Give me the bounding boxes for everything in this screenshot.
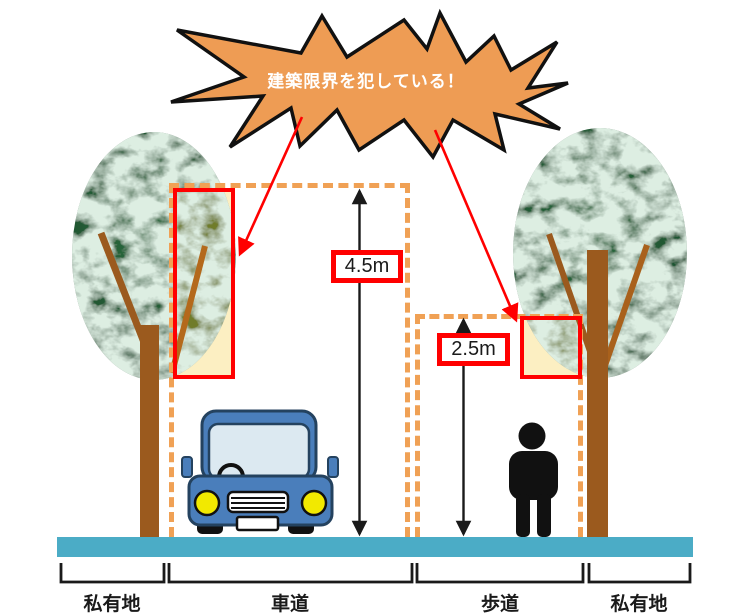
sidewalk-height-label: 2.5m [437, 333, 510, 366]
person-icon [509, 422, 558, 537]
violation-highlight-left [175, 190, 233, 377]
zone-label-sidewalk: 歩道 [480, 594, 520, 615]
zone-bracket [415, 563, 585, 584]
license-plate [235, 515, 280, 532]
right-tree-trunk [546, 233, 650, 538]
violation-arrow-right [433, 129, 519, 323]
zone-label-roadway: 車道 [270, 594, 310, 615]
sidewalk-clearance-box [415, 314, 583, 537]
zone-label-private-left: 私有地 [83, 594, 141, 615]
roadway-height-label: 4.5m [331, 250, 403, 283]
road-surface [57, 537, 693, 557]
violation-frame-right [520, 316, 582, 379]
zone-bracket [59, 563, 166, 584]
roadway-clearance-box [169, 183, 410, 537]
car-headlight [193, 489, 221, 517]
violation-highlight-right [522, 318, 580, 377]
callout-text: 建築限界を犯している！ [267, 72, 465, 91]
violation-arrow-left [238, 116, 304, 257]
zone-label-private-right: 私有地 [610, 594, 668, 615]
car-mirror [181, 456, 193, 478]
car-front-icon [181, 409, 339, 534]
violation-frame-left [173, 188, 235, 379]
left-tree-trunk [97, 231, 208, 538]
starburst-icon [170, 8, 569, 161]
car-mirror [327, 456, 339, 478]
zone-bracket [167, 563, 414, 584]
car-headlight [300, 489, 328, 517]
zone-bracket [587, 563, 692, 584]
zone-brackets [59, 563, 692, 584]
